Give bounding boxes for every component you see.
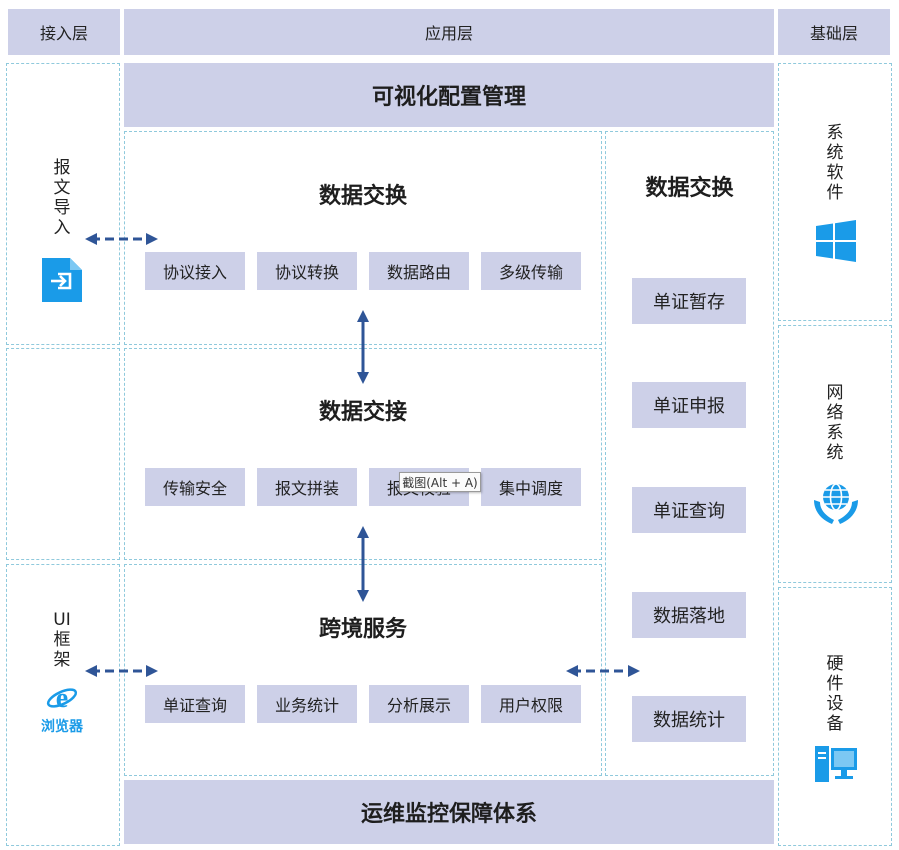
chip-central-dispatch: 集中调度 — [481, 468, 581, 506]
windows-icon — [815, 220, 857, 262]
chip-data-routing: 数据路由 — [369, 252, 469, 290]
left-box-ui — [6, 564, 120, 846]
system-software-label: 系 统 软 件 — [826, 123, 844, 203]
ops-monitoring-band: 运维监控保障体系 — [124, 780, 774, 844]
globe-hands-icon — [812, 480, 860, 526]
rchip-data-landing: 数据落地 — [632, 592, 746, 638]
ui-framework-label: UI 框 架 — [53, 610, 71, 670]
browser-icon: e — [45, 682, 79, 714]
foundation-box-network — [778, 325, 892, 583]
foundation-box-hardware — [778, 587, 892, 846]
foundation-box-software — [778, 63, 892, 321]
right-column-title: 数据交换 — [645, 176, 734, 201]
chip-multilevel-transfer: 多级传输 — [481, 252, 581, 290]
chip-protocol-access: 协议接入 — [145, 252, 245, 290]
chip-message-assembly: 报文拼装 — [257, 468, 357, 506]
right-column-box — [605, 131, 774, 776]
section-title-exchange: 数据交换 — [318, 184, 407, 209]
hardware-device-label: 硬 件 设 备 — [826, 654, 844, 734]
section-title-crossborder: 跨境服务 — [318, 617, 407, 642]
visual-config-band: 可视化配置管理 — [124, 63, 774, 127]
rchip-data-stats: 数据统计 — [632, 696, 746, 742]
chip-document-query: 单证查询 — [145, 685, 245, 723]
header-access-layer: 接入层 — [8, 9, 120, 55]
computer-icon — [813, 744, 859, 784]
section-title-connect: 数据交接 — [318, 400, 407, 425]
chip-business-stats: 业务统计 — [257, 685, 357, 723]
chip-user-permission: 用户权限 — [481, 685, 581, 723]
svg-text:e: e — [56, 683, 68, 714]
chip-analysis-display: 分析展示 — [369, 685, 469, 723]
chip-protocol-convert: 协议转换 — [257, 252, 357, 290]
network-system-label: 网 络 系 统 — [826, 383, 844, 463]
browser-label: 浏览器 — [41, 719, 83, 735]
screenshot-tooltip: 截图(Alt + A) — [399, 472, 481, 492]
file-import-icon — [40, 256, 84, 304]
rchip-document-declare: 单证申报 — [632, 382, 746, 428]
left-box-empty — [6, 348, 120, 560]
rchip-document-query: 单证查询 — [632, 487, 746, 533]
import-label: 报 文 导 入 — [53, 158, 71, 238]
header-foundation-layer: 基础层 — [778, 9, 890, 55]
left-box-import — [6, 63, 120, 345]
rchip-document-staging: 单证暂存 — [632, 278, 746, 324]
chip-transfer-security: 传输安全 — [145, 468, 245, 506]
header-application-layer: 应用层 — [124, 9, 774, 55]
